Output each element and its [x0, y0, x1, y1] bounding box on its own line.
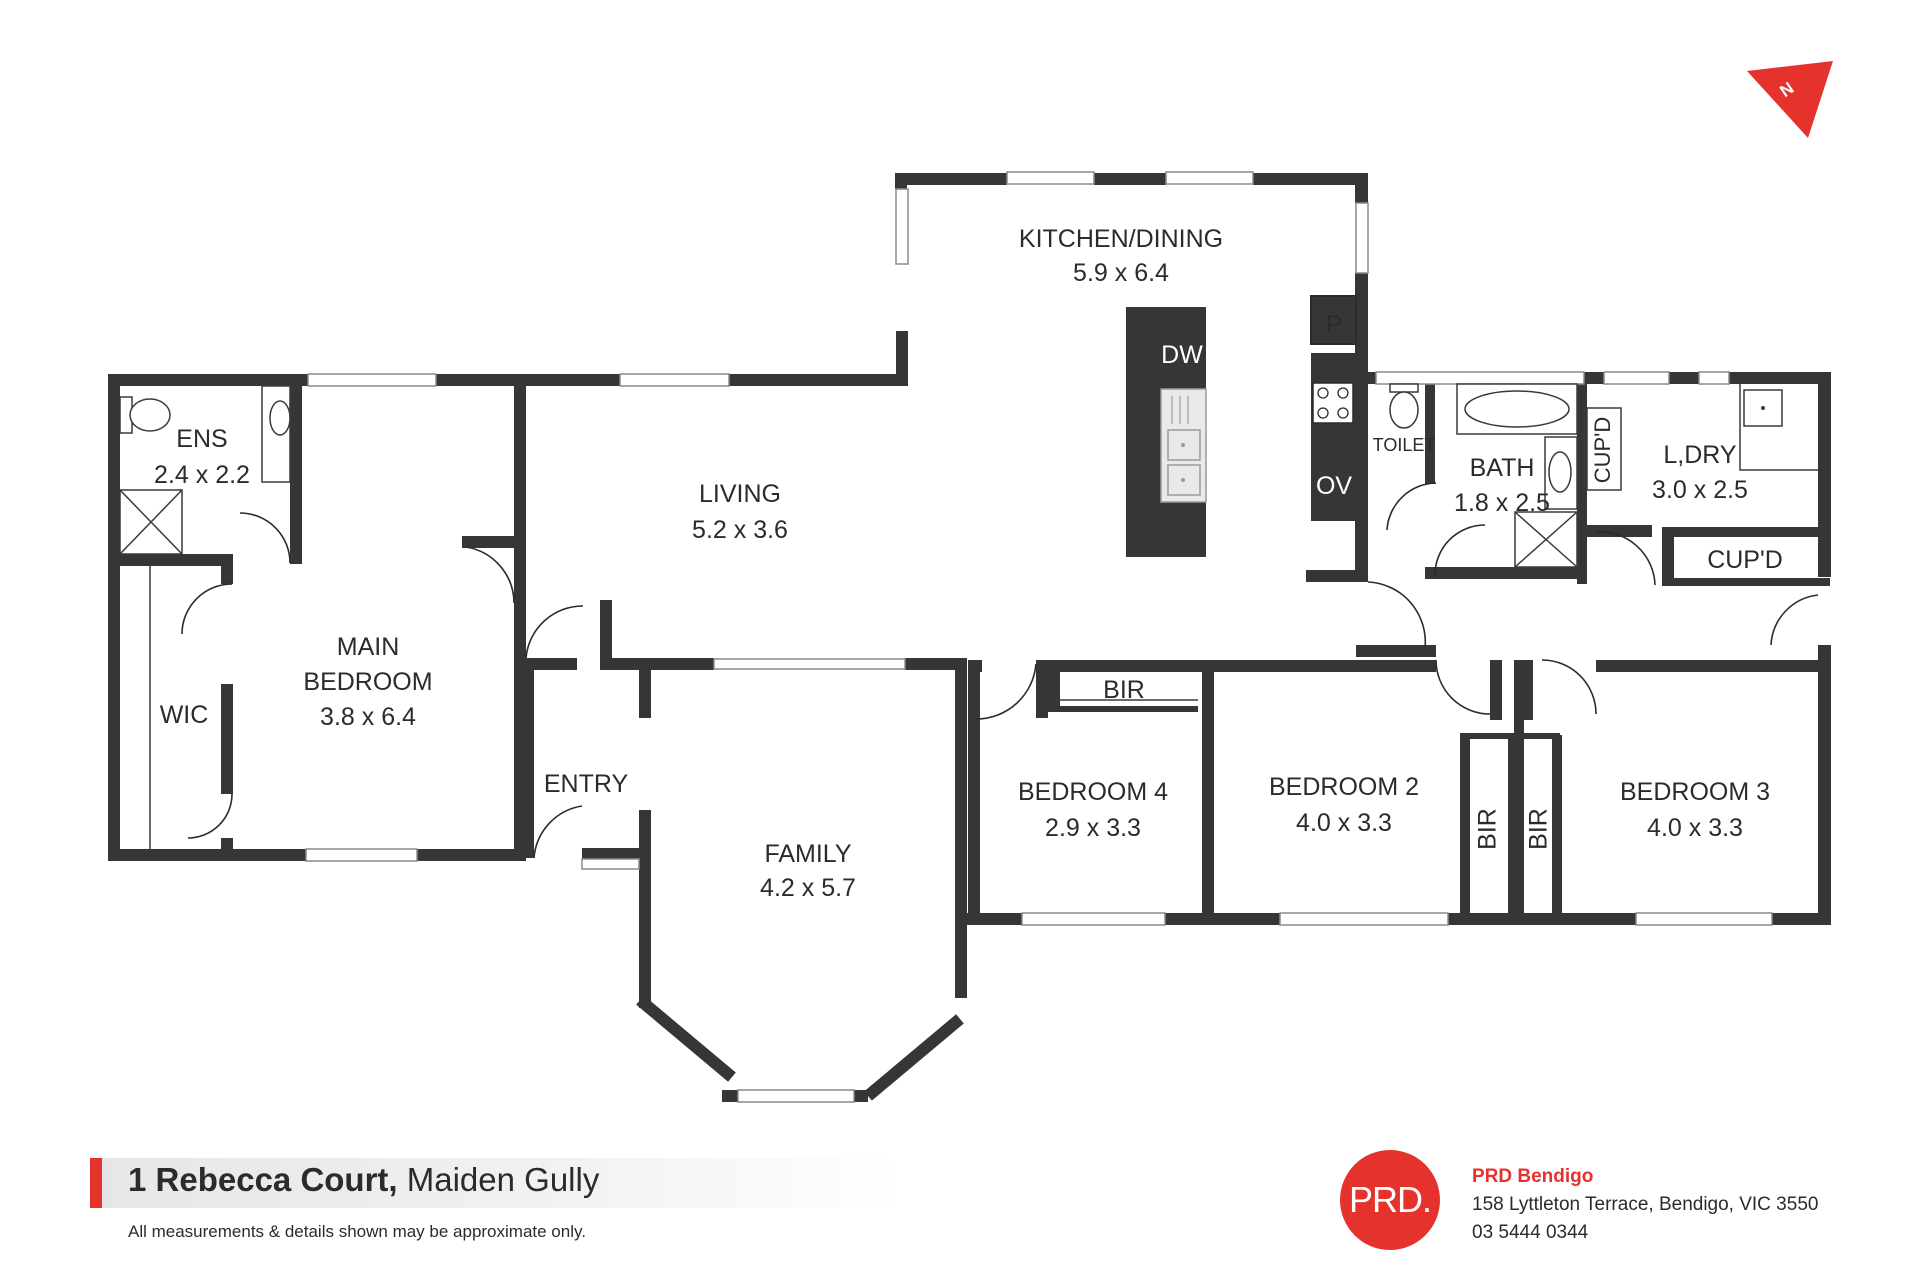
kitchen-name: KITCHEN/DINING [1019, 225, 1223, 253]
cupboard-vertical [1586, 407, 1622, 491]
pantry-label: P [1326, 311, 1343, 339]
cooktop-icon [1312, 382, 1354, 424]
toilet-icon [119, 396, 171, 434]
basin-icon [261, 385, 291, 483]
bir-bed2-label: BIR [1474, 808, 1502, 850]
bathtub-icon [1456, 383, 1578, 435]
living-name: LIVING [699, 480, 781, 508]
door-swings [181, 482, 1819, 859]
north-arrow-icon: N [1747, 61, 1833, 138]
family-size: 4.2 x 5.7 [760, 874, 856, 902]
basin-icon [1544, 436, 1578, 510]
laundry-name: L,DRY [1663, 441, 1737, 469]
living-size: 5.2 x 3.6 [692, 516, 788, 544]
agency-address: 158 Lyttleton Terrace, Bendigo, VIC 3550 [1472, 1194, 1819, 1215]
bath-size: 1.8 x 2.5 [1454, 489, 1550, 517]
sink-icon [1160, 388, 1207, 503]
toilet-icon [1389, 383, 1419, 429]
shower-icon [119, 489, 183, 555]
entry-name: ENTRY [544, 770, 629, 798]
main-bedroom-name2: BEDROOM [303, 668, 432, 696]
bedroom3-name: BEDROOM 3 [1620, 778, 1770, 806]
main-bedroom-size: 3.8 x 6.4 [320, 703, 416, 731]
room-labels: KITCHEN/DINING 5.9 x 6.4 LIVING 5.2 x 3.… [154, 225, 1770, 902]
ov-label: OV [1316, 472, 1352, 500]
cupd-vertical-label: CUP'D [1590, 417, 1615, 484]
bedroom2-name: BEDROOM 2 [1269, 773, 1419, 801]
shower-icon [1514, 511, 1578, 568]
fixtures [119, 382, 1818, 849]
bir-bed3-label: BIR [1525, 808, 1553, 850]
laundry-tub-icon [1739, 384, 1818, 471]
dw-label: DW [1161, 341, 1203, 369]
property-address: 1 Rebecca Court, Maiden Gully [128, 1161, 599, 1199]
bir-bed4-label: BIR [1103, 676, 1145, 704]
bedroom4-name: BEDROOM 4 [1018, 778, 1168, 806]
agency-name: PRD Bendigo [1472, 1166, 1594, 1187]
fixture-labels: DW OV P CUP'D CUP'D BIR BIR BIR [1103, 311, 1783, 850]
kitchen-size: 5.9 x 6.4 [1073, 259, 1169, 287]
bedroom2-size: 4.0 x 3.3 [1296, 809, 1392, 837]
agency-phone: 03 5444 0344 [1472, 1222, 1589, 1243]
ens-name: ENS [176, 425, 227, 453]
main-bedroom-name1: MAIN [337, 633, 400, 661]
family-name: FAMILY [764, 840, 851, 868]
ens-size: 2.4 x 2.2 [154, 461, 250, 489]
laundry-size: 3.0 x 2.5 [1652, 476, 1748, 504]
address-street: 1 Rebecca Court, [128, 1161, 398, 1198]
footer-accent-bar [90, 1158, 102, 1208]
bedroom3-size: 4.0 x 3.3 [1647, 814, 1743, 842]
address-suburb: Maiden Gully [397, 1161, 600, 1198]
cupd-label: CUP'D [1707, 546, 1783, 574]
wic-name: WIC [160, 701, 209, 729]
bedroom4-size: 2.9 x 3.3 [1045, 814, 1141, 842]
footer-address-bar [90, 1158, 900, 1208]
prd-logo: PRD. [1340, 1150, 1440, 1250]
windows [305, 171, 1773, 1103]
disclaimer: All measurements & details shown may be … [128, 1222, 586, 1241]
toilet-name: TOILET [1373, 435, 1436, 455]
bath-name: BATH [1470, 454, 1535, 482]
